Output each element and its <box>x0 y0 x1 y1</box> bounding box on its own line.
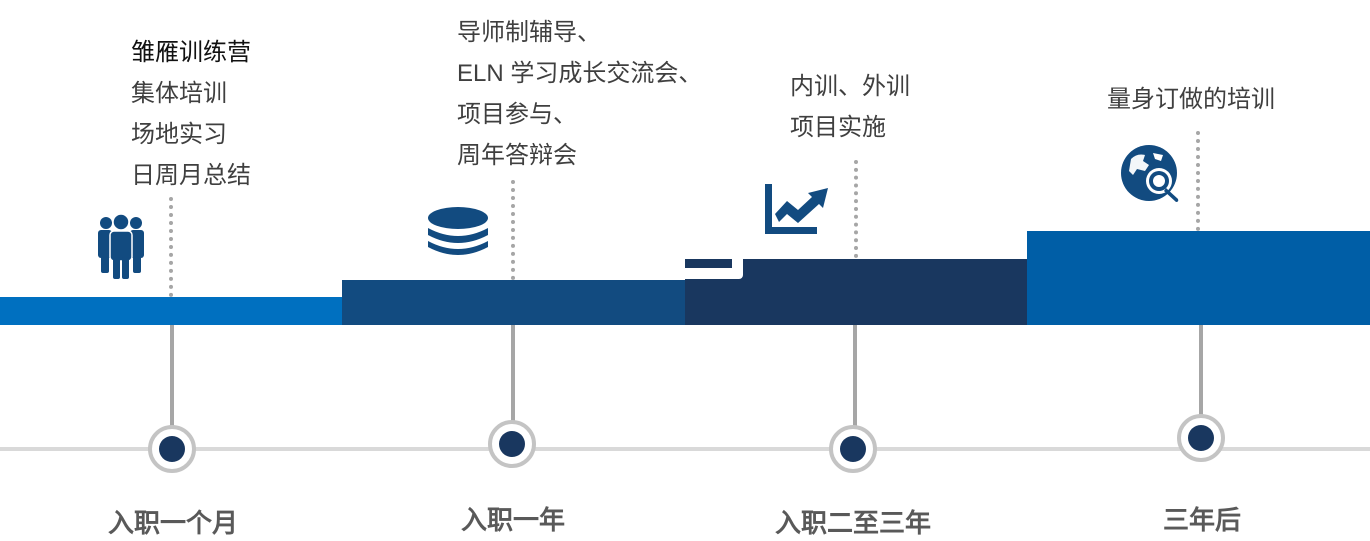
stage-bar-2 <box>342 280 685 325</box>
stage-bar-1 <box>0 297 342 325</box>
desc-line: 项目参与、 <box>457 101 577 128</box>
node-dot <box>499 431 525 457</box>
bar-notch-line <box>685 259 732 268</box>
stage-2-description: 导师制辅导、 ELN 学习成长交流会、 项目参与、 周年答辩会 <box>457 12 702 176</box>
node-dot <box>159 436 185 462</box>
desc-line: 场地实习 <box>131 121 227 148</box>
stage-1-description: 雏雁训练营 集体培训 场地实习 日周月总结 <box>131 32 251 196</box>
stage-2-stem <box>511 325 515 421</box>
desc-line: 项目实施 <box>790 114 886 141</box>
desc-line: 集体培训 <box>131 80 227 107</box>
stage-3-description: 内训、外训 项目实施 <box>790 66 910 148</box>
stage-3-label: 入职二至三年 <box>774 508 931 538</box>
timeline-line <box>0 447 1370 451</box>
stage-1-stem <box>170 325 174 427</box>
stage-1-node <box>148 425 196 473</box>
desc-line: 导师制辅导、 <box>457 19 601 46</box>
desc-line: 内训、外训 <box>790 73 910 100</box>
stage-1-label: 入职一个月 <box>107 508 238 538</box>
stage-4-label: 三年后 <box>1162 505 1241 535</box>
stage-3-dotted-connector <box>854 160 858 258</box>
stage-3-stem <box>853 325 857 427</box>
stage-4-stem <box>1199 325 1203 417</box>
stage-2-node <box>488 420 536 468</box>
stage-2-label: 入职一年 <box>460 505 565 535</box>
desc-line: 量身订做的培训 <box>1107 86 1275 113</box>
node-dot <box>1188 425 1214 451</box>
stage-4-description: 量身订做的培训 <box>1107 79 1275 120</box>
desc-line: ELN 学习成长交流会、 <box>457 60 703 87</box>
globe-search-icon <box>1121 145 1183 203</box>
people-group-icon <box>96 213 146 279</box>
database-stack-icon <box>427 206 491 258</box>
desc-line: 雏雁训练营 <box>131 39 251 66</box>
stage-1-dotted-connector <box>169 197 173 297</box>
node-dot <box>840 436 866 462</box>
stage-bar-4 <box>1027 231 1370 325</box>
stage-4-dotted-connector <box>1196 131 1200 231</box>
stage-2-dotted-connector <box>511 180 515 280</box>
desc-line: 日周月总结 <box>131 162 251 189</box>
desc-line: 周年答辩会 <box>457 142 577 169</box>
trend-chart-icon <box>765 184 829 236</box>
stage-3-node <box>829 425 877 473</box>
stage-4-node <box>1177 414 1225 462</box>
